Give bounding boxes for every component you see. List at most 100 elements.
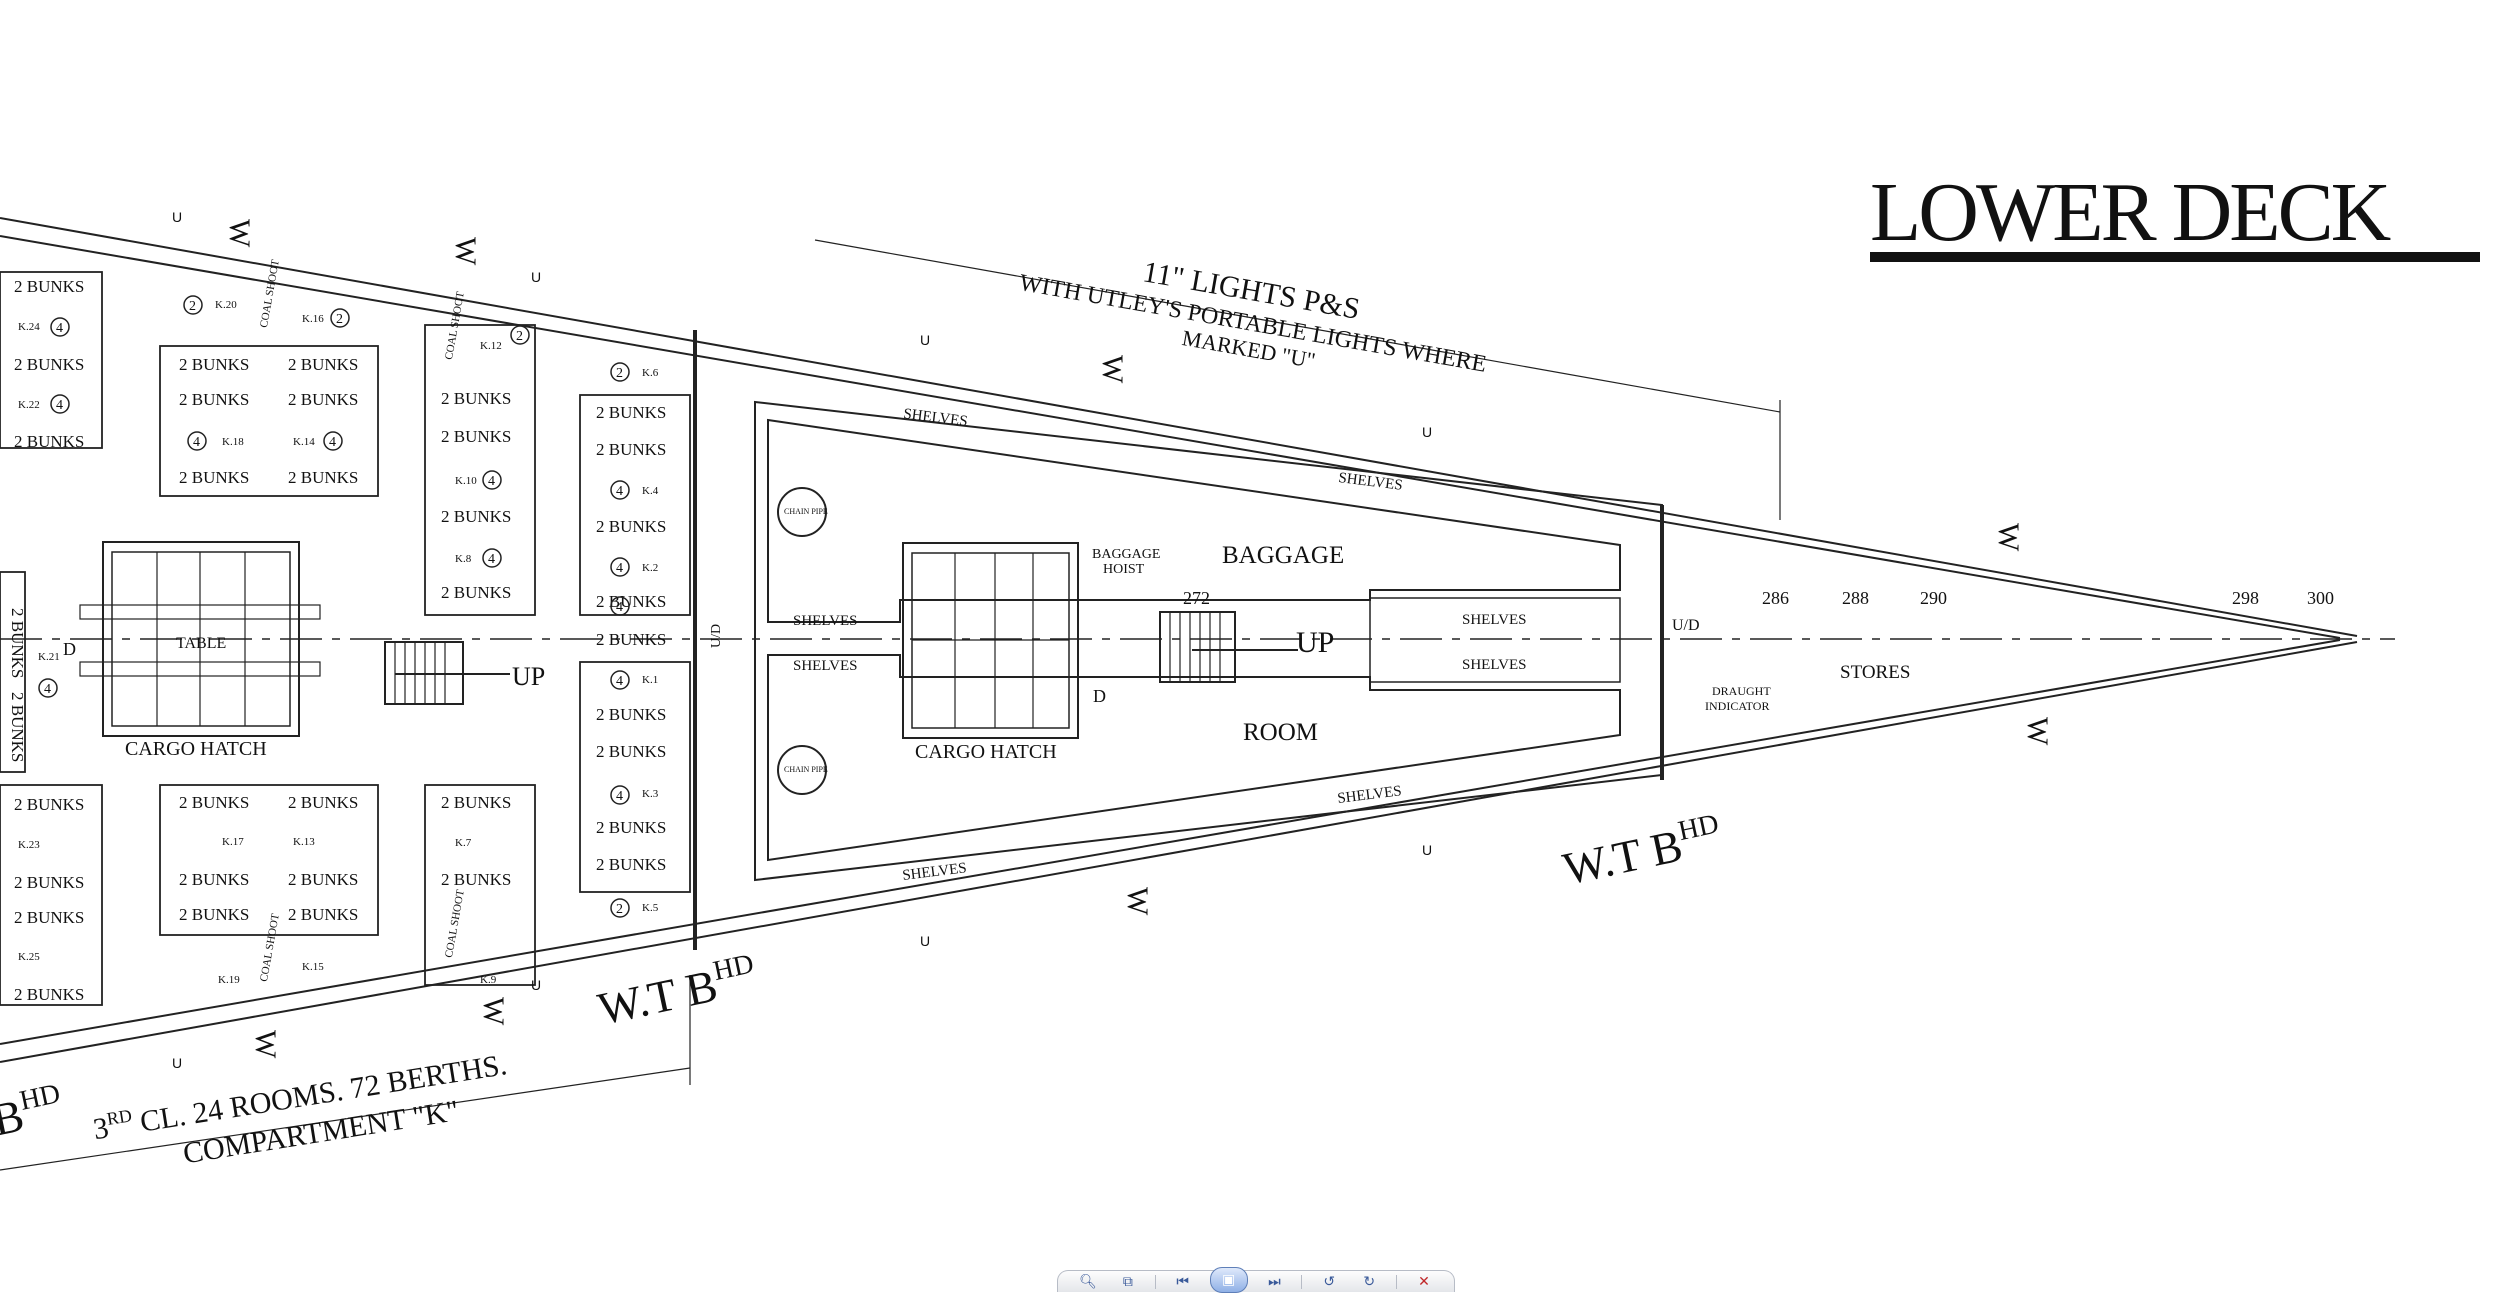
close-icon[interactable]: ✕ [1418,1273,1430,1290]
cabin-number: K.2 [642,562,658,574]
bunk-label: 2 BUNKS [179,793,249,812]
cabin-number: K.1 [642,674,658,686]
w-marker-2: W [449,237,482,266]
frame-number-272: 272 [1183,588,1210,608]
svg-text:4: 4 [616,674,623,689]
chain-pipe-label-upper: CHAIN PIPE [784,507,828,516]
bunk-label: 2 BUNKS [179,870,249,889]
cabin-number: K.12 [480,340,502,352]
shelves-label-5: SHELVES [1462,612,1526,628]
bunk-label: 2 BUNKS [441,427,511,446]
cabin-number: K.17 [222,836,244,848]
bunk-label: 2 BUNKS [179,390,249,409]
page-title: LOWER DECK [1870,166,2391,259]
baggage-hoist-label-2: HOIST [1103,562,1145,577]
toolbar-divider [1301,1274,1303,1289]
draught-label-2: INDICATOR [1705,699,1769,713]
bunk-label: 2 BUNKS [596,403,666,422]
stairway-fwd [1159,611,1236,683]
cabin-number: K.22 [18,399,40,411]
shelves-label-1: SHELVES [903,406,969,430]
toolbar-divider [1396,1274,1398,1289]
svg-text:2: 2 [516,329,523,344]
svg-text:4: 4 [616,600,623,615]
hull-lower-inner [0,639,2341,1045]
utley-light-u-3: U [920,332,930,348]
slideshow-icon[interactable]: ▣ [1209,1266,1248,1293]
cargo-hatch-label-fwd: CARGO HATCH [915,741,1057,763]
bunk-label: 2 BUNKS [596,742,666,761]
coal-shoot-label-1: COAL SHOOT [258,258,282,328]
cabin-number: K.23 [18,839,40,851]
room-label-baggage: BAGGAGE [1222,542,1344,569]
hull-lower-outer [0,641,2358,1063]
svg-text:4: 4 [488,552,495,567]
bunk-label: 2 BUNKS [596,592,666,611]
bunk-label: 2 BUNKS [179,468,249,487]
cabin-number: K.24 [18,321,40,333]
table-label: TABLE [176,635,226,652]
w-marker-8: W [2021,717,2054,746]
bunk-label: 2 BUNKS [596,630,666,649]
svg-text:2: 2 [616,366,623,381]
coal-shoot-label-3: COAL SHOOT [258,912,282,982]
rotate-right-icon[interactable]: ↻ [1363,1273,1376,1290]
bunk-label: 2 BUNKS [441,870,511,889]
baggage-hoist-label-1: BAGGAGE [1092,547,1160,562]
bunk-label: 2 BUNKS [596,440,666,459]
shelves-label-8: SHELVES [902,860,968,884]
shelves-label-7: SHELVES [1337,783,1403,807]
cabin-number: K.25 [18,951,40,963]
w-marker-7: W [1121,887,1154,916]
cargo-hatch-aft [102,541,300,737]
frame-number-288: 288 [1842,588,1869,608]
bunk-label: 2 BUNKS [14,985,84,1004]
shelves-label-4: SHELVES [793,658,857,674]
last-page-icon[interactable]: ⏭ [1268,1273,1281,1290]
cabin-number: K.6 [642,367,659,379]
bunk-label: 2 BUNKS [14,908,84,927]
cabin-number: K.15 [302,961,324,973]
bunk-label: 2 BUNKS [14,432,84,451]
cabin-number: K.10 [455,475,477,487]
cabin-number: K.9 [480,974,497,986]
bunk-label: 2 BUNKS [288,870,358,889]
d-label-fwd: D [1093,686,1106,706]
cabin-number: K.21 [38,651,60,663]
viewer-toolbar: 🔍︎ ⧉ ⏮ ▣ ⏭ ↺ ↻ ✕ [1057,1266,1455,1293]
chain-pipe-upper [777,487,827,537]
bunk-label: 2 BUNKS [596,517,666,536]
utley-light-u-4: U [1422,424,1432,440]
bunk-label: 2 BUNKS [14,795,84,814]
bulkhead-label-aft: W.T BHD [593,948,761,1034]
utley-light-u-8: U [1422,842,1432,858]
frame-number-300: 300 [2307,588,2334,608]
bunk-label: 2 BUNKS [288,905,358,924]
up-label-aft: UP [512,662,545,691]
svg-text:4: 4 [56,398,63,413]
ud-label-fwd: U/D [1672,617,1700,634]
cabin-number: K.7 [455,837,472,849]
rotate-left-icon[interactable]: ↺ [1323,1273,1336,1290]
frame-number-290: 290 [1920,588,1947,608]
cabin-number: K.5 [642,902,659,914]
first-page-icon[interactable]: ⏮ [1176,1273,1189,1290]
utley-light-u-2: U [531,269,541,285]
hull-upper-inner [0,235,2341,639]
chain-pipe-lower [777,745,827,795]
w-marker-1: W [223,219,256,248]
w-marker-4: W [1992,523,2025,552]
svg-text:2: 2 [189,299,196,314]
cabin-number: K.18 [222,436,244,448]
fit-page-icon[interactable]: ⧉ [1122,1273,1133,1290]
room-label-room: ROOM [1243,719,1318,746]
magnifier-zoom-icon[interactable]: 🔍︎ [1079,1273,1097,1290]
w-marker-3: W [1096,355,1129,384]
shelves-label-2: SHELVES [1338,470,1404,494]
frame-number-286: 286 [1762,588,1789,608]
bunk-label: 2 BUNKS [441,507,511,526]
bunk-label: 2 BUNKS [288,468,358,487]
svg-text:4: 4 [44,682,51,697]
shelves-label-3: SHELVES [793,613,857,629]
cargo-hatch-fwd [902,542,1079,739]
